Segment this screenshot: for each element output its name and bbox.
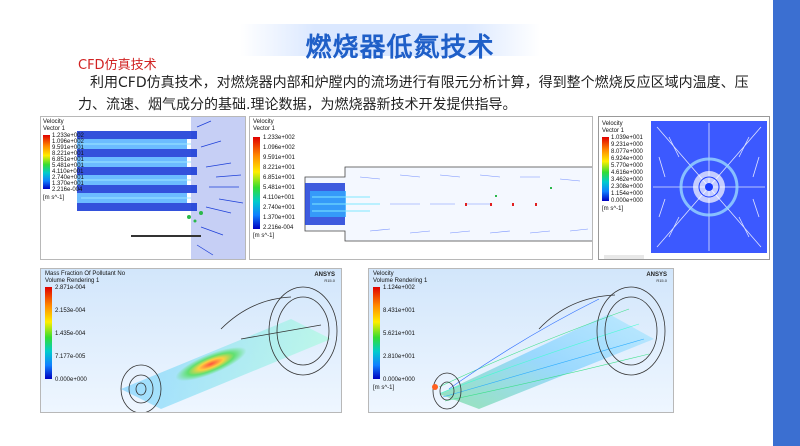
legend-title: Velocity: [253, 119, 274, 125]
no-fraction-render: [120, 286, 338, 412]
section-subtitle: CFD仿真技术: [78, 58, 157, 73]
color-bar: [373, 287, 380, 379]
legend-tick: 2.810e+001: [383, 354, 415, 360]
legend-tick: 4.616e+000: [611, 170, 643, 176]
legend-tick: 2.740e+001: [52, 175, 84, 181]
legend-unit: [m s^-1]: [43, 195, 65, 201]
furnace-vector-render: [250, 117, 592, 259]
ansys-logo: ANSYS R15.0: [646, 272, 667, 283]
legend-tick: 1.039e+001: [611, 135, 643, 141]
intro-paragraph: 利用CFD仿真技术，对燃烧器内部和炉膛内的流场进行有限元分析计算，得到整个燃烧反…: [78, 72, 768, 116]
cfd-furnace-vector-image: Velocity Vector 1 1.233e+002 1.096e+002 …: [249, 116, 593, 260]
legend-subtitle: Vector 1: [253, 126, 276, 132]
legend-tick: 1.096e+002: [263, 145, 295, 151]
ansys-brand: ANSYS: [314, 272, 335, 278]
legend-tick: 0.000e+000: [55, 377, 87, 383]
legend-tick: 1.435e-004: [55, 331, 86, 337]
cfd-cross-section-image: Velocity Vector 1 1.039e+001 9.231e+000 …: [598, 116, 770, 260]
legend-tick: 2.740e+001: [263, 205, 295, 211]
legend-tick: 2.153e-004: [55, 308, 86, 314]
burner-vector-render: [41, 117, 245, 259]
legend-title: Velocity: [602, 121, 623, 127]
legend-unit: [m s^-1]: [373, 385, 395, 391]
cross-section-render: [599, 117, 769, 259]
intro-paragraph-text: 利用CFD仿真技术，对燃烧器内部和炉膛内的流场进行有限元分析计算，得到整个燃烧反…: [78, 75, 749, 113]
legend-tick: 1.233e+002: [52, 133, 84, 139]
legend-top-left: Velocity Vector 1 1.233e+002 1.096e+002 …: [43, 119, 84, 201]
legend-subtitle: Vector 1: [602, 128, 625, 134]
legend-bottom-left: Mass Fraction Of Pollutant No Volume Ren…: [45, 271, 126, 383]
page-title: 燃烧器低氮技术: [305, 33, 495, 63]
legend-tick: 5.481e+001: [52, 163, 84, 169]
legend-tick: 9.591e+001: [52, 145, 84, 151]
legend-tick: 1.370e+001: [263, 215, 295, 221]
legend-tick: 2.871e-004: [55, 285, 86, 291]
legend-top-middle: Velocity Vector 1 1.233e+002 1.096e+002 …: [253, 119, 295, 239]
legend-tick: 1.096e+002: [52, 139, 84, 145]
legend-tick: 4.110e+001: [52, 169, 84, 175]
legend-tick: 2.308e+000: [611, 184, 643, 190]
legend-tick: 4.110e+001: [263, 195, 295, 201]
legend-tick: 6.851e+001: [52, 157, 84, 163]
ansys-logo: ANSYS R15.0: [314, 272, 335, 283]
legend-tick: 0.000e+000: [611, 198, 643, 204]
legend-tick: 6.924e+000: [611, 156, 643, 162]
legend-top-right: Velocity Vector 1 1.039e+001 9.231e+000 …: [602, 121, 643, 212]
cfd-velocity-volume-image: Velocity Volume Rendering 1 1.124e+002 8…: [368, 268, 674, 413]
legend-unit: [m s^-1]: [253, 233, 275, 239]
velocity-volume-render: [432, 286, 666, 410]
cfd-no-pollutant-image: Mass Fraction Of Pollutant No Volume Ren…: [40, 268, 342, 413]
legend-tick: 2.216e-004: [52, 187, 83, 193]
legend-tick: 9.591e+001: [263, 155, 295, 161]
legend-tick: 5.481e+001: [263, 185, 295, 191]
legend-tick: 9.231e+000: [611, 142, 643, 148]
title-highlight: [240, 24, 540, 56]
cfd-burner-vector-image: Velocity Vector 1 1.233e+002 1.096e+002 …: [40, 116, 246, 260]
legend-tick: 6.851e+001: [263, 175, 295, 181]
ansys-brand: ANSYS: [646, 272, 667, 278]
legend-tick: 1.370e+001: [52, 181, 84, 187]
legend-bottom-right: Velocity Volume Rendering 1 1.124e+002 8…: [373, 271, 428, 391]
legend-title: Velocity: [373, 271, 394, 277]
color-bar: [43, 135, 50, 189]
color-bar: [602, 137, 609, 201]
legend-unit: [m s^-1]: [602, 206, 624, 212]
legend-tick: 5.770e+000: [611, 163, 643, 169]
legend-tick: 1.124e+002: [383, 285, 415, 291]
legend-tick: 5.621e+001: [383, 331, 415, 337]
ansys-version: R15.0: [656, 278, 667, 283]
ansys-version: R15.0: [324, 278, 335, 283]
legend-tick: 2.216e-004: [263, 225, 294, 231]
legend-tick: 0.000e+000: [383, 377, 415, 383]
legend-subtitle: Vector 1: [43, 126, 66, 132]
right-accent-band: [773, 0, 800, 446]
legend-tick: 8.221e+001: [263, 165, 295, 171]
legend-tick: 7.177e-005: [55, 354, 86, 360]
legend-tick: 1.233e+002: [263, 135, 295, 141]
legend-subtitle: Volume Rendering 1: [373, 278, 428, 284]
legend-tick: 8.077e+000: [611, 149, 643, 155]
legend-title: Velocity: [43, 119, 64, 125]
legend-tick: 8.221e+001: [52, 151, 84, 157]
legend-tick: 1.154e+000: [611, 191, 643, 197]
legend-tick: 8.431e+001: [383, 308, 415, 314]
legend-title: Mass Fraction Of Pollutant No: [45, 271, 126, 277]
color-bar: [45, 287, 52, 379]
legend-tick: 3.462e+000: [611, 177, 643, 183]
color-bar: [253, 137, 260, 229]
legend-subtitle: Volume Rendering 1: [45, 278, 100, 284]
